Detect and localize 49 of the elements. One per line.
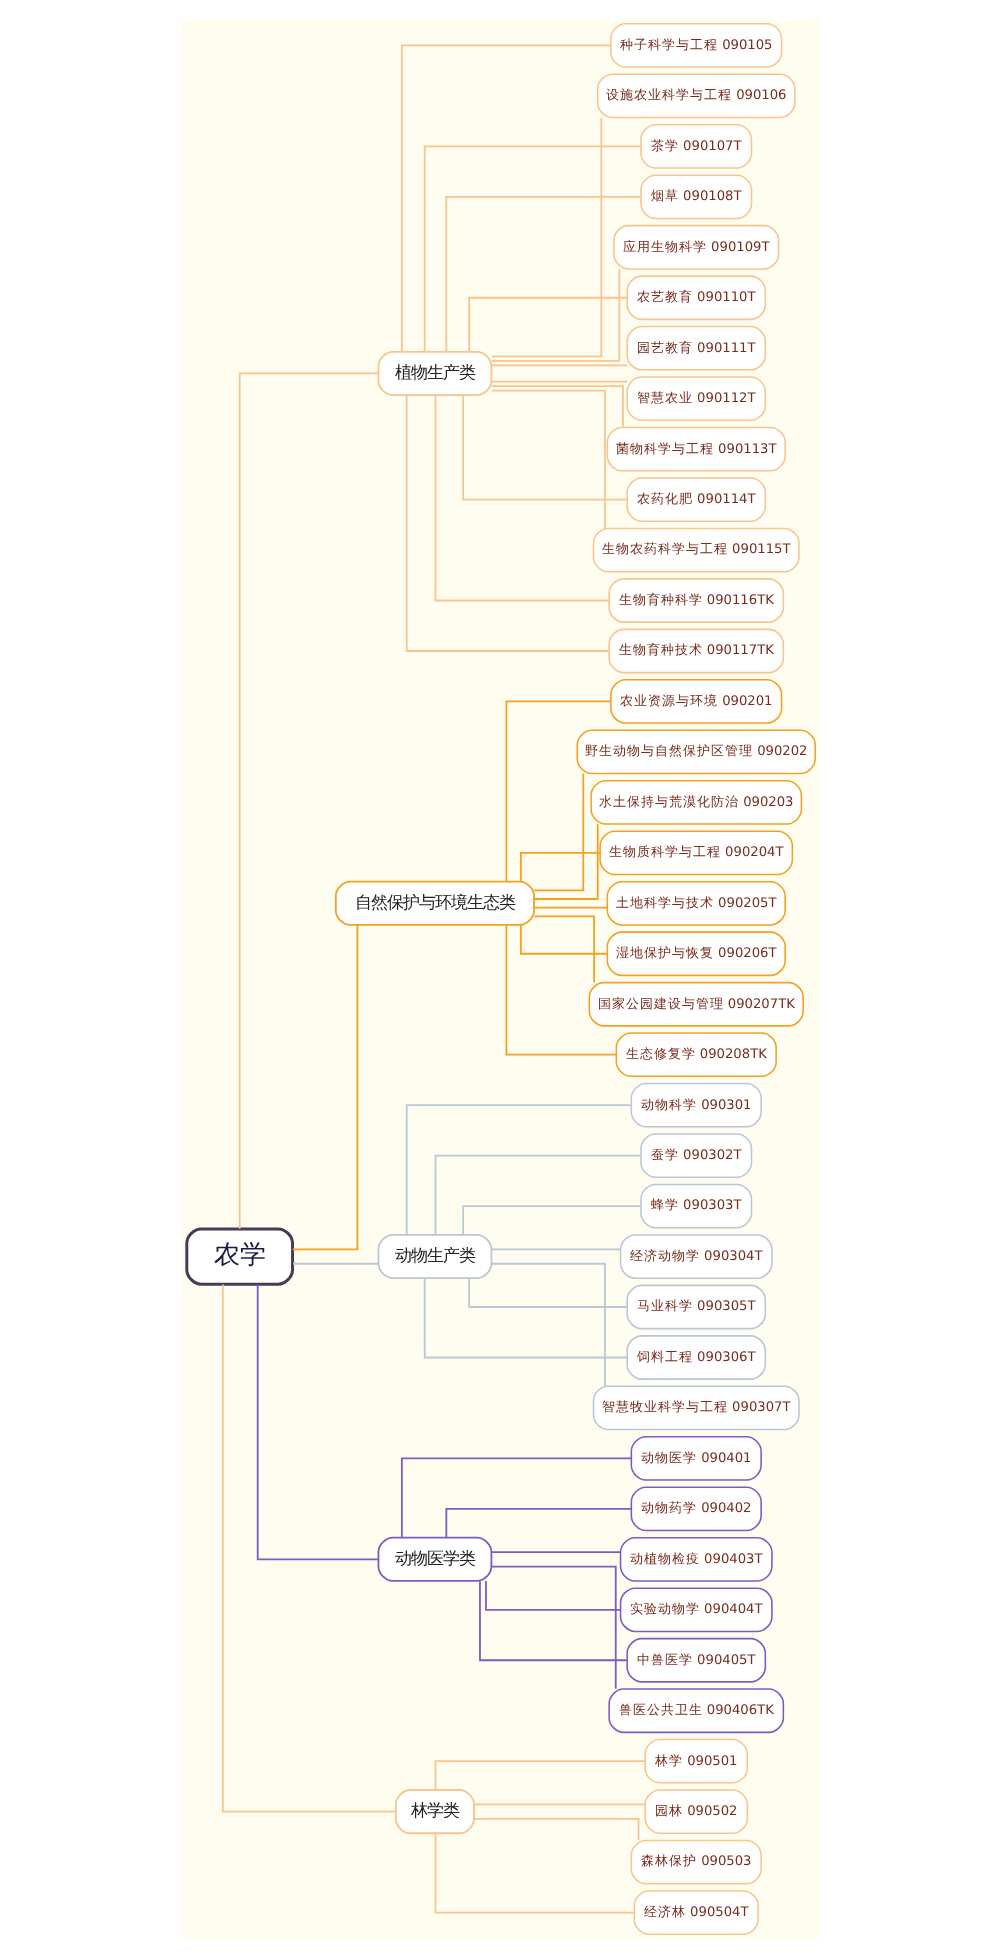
connector xyxy=(489,1262,605,1387)
connector xyxy=(489,385,623,429)
connector xyxy=(489,1565,616,1690)
connector xyxy=(444,1507,632,1539)
connector xyxy=(472,1803,646,1806)
node-box: 自然保护与环境生态类 xyxy=(333,880,534,926)
connector xyxy=(422,1277,627,1359)
connector xyxy=(489,116,602,358)
connector xyxy=(489,268,620,362)
connector xyxy=(433,1154,641,1236)
connector xyxy=(489,364,627,367)
connector xyxy=(433,1832,635,1914)
connector xyxy=(291,1262,379,1265)
connector xyxy=(472,1817,639,1841)
connector xyxy=(404,1104,632,1236)
connector xyxy=(532,823,598,900)
connector xyxy=(404,394,609,652)
connector xyxy=(290,924,358,1251)
connector xyxy=(461,1205,641,1236)
connector xyxy=(518,851,600,883)
connector xyxy=(422,145,641,353)
connector xyxy=(532,915,594,984)
connector xyxy=(444,195,641,353)
connector xyxy=(489,1248,621,1251)
connector xyxy=(467,1277,627,1308)
node-box: 动物生产类 xyxy=(376,1234,492,1280)
connector xyxy=(532,772,584,892)
connector xyxy=(518,924,607,955)
connector xyxy=(489,389,605,530)
connector xyxy=(504,700,611,883)
connector xyxy=(237,372,379,1230)
node-box: 农学 xyxy=(184,1227,294,1286)
connector xyxy=(400,1457,632,1539)
connector xyxy=(433,394,609,602)
connector xyxy=(532,906,607,909)
connector xyxy=(467,296,627,353)
node-box: 林学类 xyxy=(393,1789,474,1835)
connector xyxy=(255,1283,379,1561)
connector xyxy=(400,44,611,353)
connector xyxy=(489,1551,621,1553)
connector xyxy=(484,1580,621,1611)
connector xyxy=(478,1580,627,1662)
connector xyxy=(461,394,627,501)
connector xyxy=(433,1760,645,1791)
node-box: 动物医学类 xyxy=(376,1536,492,1582)
connector xyxy=(220,1283,396,1813)
connector xyxy=(504,924,617,1056)
connector xyxy=(489,380,627,383)
node-box: 植物生产类 xyxy=(376,350,492,396)
